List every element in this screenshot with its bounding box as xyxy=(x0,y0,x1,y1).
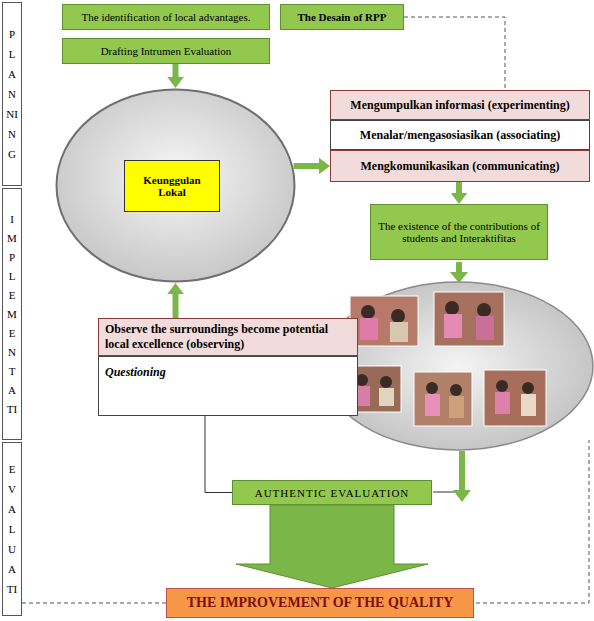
node-label: Questioning xyxy=(105,365,166,380)
classroom-photo xyxy=(434,292,504,346)
connector xyxy=(22,603,166,604)
connector xyxy=(167,64,184,88)
connector xyxy=(167,283,184,318)
arrow-head xyxy=(453,490,471,502)
phase-band: PLANNING xyxy=(2,2,22,186)
connector xyxy=(205,416,232,493)
step-box: Mengumpulkan informasi (experimenting) xyxy=(330,90,590,120)
node-label: Drafting Intrumen Evaluation xyxy=(101,45,232,57)
connector-line xyxy=(456,182,462,194)
node-label: The identification of local advantages. xyxy=(82,11,251,23)
flow-arrow xyxy=(456,262,462,272)
phase-label: IMPLEMENTATI xyxy=(6,210,18,419)
connector xyxy=(294,158,330,175)
process-box: Drafting Intrumen Evaluation xyxy=(62,38,270,64)
arrow-head xyxy=(319,158,330,175)
core-box: Keunggulan Lokal xyxy=(124,160,220,212)
block-arrow xyxy=(236,505,428,588)
node-label: Menalar/mengasosiasikan (associating) xyxy=(360,128,560,143)
connector-line xyxy=(205,416,232,493)
connector-line xyxy=(173,293,179,318)
connector xyxy=(451,182,468,204)
node-label: The Desain of RPP xyxy=(298,11,387,23)
phase-band: IMPLEMENTATI xyxy=(2,188,22,440)
step-box: Observe the surroundings become potentia… xyxy=(98,318,358,356)
phase-label: PLANNING xyxy=(6,24,18,164)
node-label: Mengumpulkan informasi (experimenting) xyxy=(350,98,569,113)
step-box: Questioning xyxy=(98,356,358,416)
dashed-line xyxy=(476,440,589,603)
connector-line xyxy=(22,603,166,604)
phase-label: EVALUATI xyxy=(6,459,18,599)
connector xyxy=(404,17,505,90)
classroom-photo xyxy=(414,372,472,426)
connector-line xyxy=(173,64,179,78)
oval-region: Keunggulan Lokal xyxy=(55,88,296,283)
process-box: The identification of local advantages. xyxy=(62,4,270,30)
process-box: The existence of the contributions of st… xyxy=(370,204,548,260)
step-box: Menalar/mengasosiasikan (associating) xyxy=(330,120,590,150)
node-label: AUTHENTIC EVALUATION xyxy=(255,487,410,499)
process-box: AUTHENTIC EVALUATION xyxy=(232,480,432,505)
connector-line xyxy=(404,17,505,90)
arrow-head xyxy=(167,77,184,88)
node-label: The existence of the contributions of st… xyxy=(377,220,541,244)
connector xyxy=(236,505,428,588)
node-label: THE IMPROVEMENT OF THE QUALITY xyxy=(187,595,454,611)
process-box: The Desain of RPP xyxy=(280,4,404,30)
connector-line xyxy=(294,163,320,169)
classroom-photo xyxy=(484,370,546,426)
classroom-photo xyxy=(350,296,418,346)
result-box: THE IMPROVEMENT OF THE QUALITY xyxy=(166,588,474,618)
flow-arrow xyxy=(459,451,465,490)
node-label: Mengkomunikasikan (communicating) xyxy=(360,159,559,174)
phase-band: EVALUATI xyxy=(2,442,22,616)
node-label: Observe the surroundings become potentia… xyxy=(105,322,351,352)
node-label: Keunggulan Lokal xyxy=(131,174,213,198)
arrow-head xyxy=(451,193,468,204)
step-box: Mengkomunikasikan (communicating) xyxy=(330,150,590,182)
photo-oval xyxy=(323,282,593,450)
arrow-head xyxy=(167,283,184,294)
oval-outline xyxy=(57,90,295,282)
